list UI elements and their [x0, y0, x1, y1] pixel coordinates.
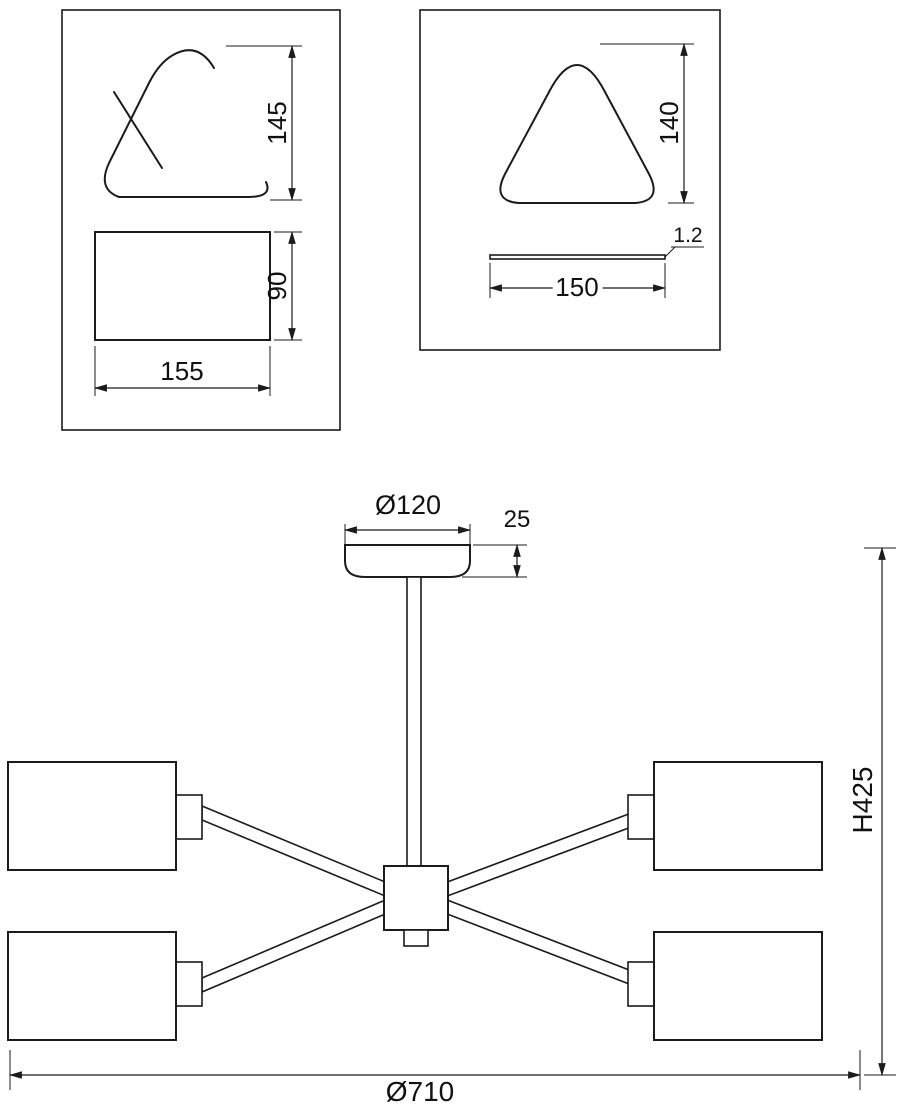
frame-detail-panel-border: [61, 9, 341, 431]
socket-lower-left: [175, 961, 203, 1007]
dim-overall-diameter: Ø710: [8, 1050, 862, 1106]
canopy-diameter-label: Ø120: [375, 490, 441, 520]
dim-diffuser-height: 140: [600, 42, 694, 205]
dim-canopy-diameter: Ø120: [343, 490, 472, 544]
shade-lower-left: [7, 931, 177, 1041]
dim-body-height: 90: [262, 230, 302, 342]
shade-frame-profile-shape: [103, 49, 269, 198]
arm-lower-right: [441, 896, 651, 994]
hub-finial: [403, 929, 429, 947]
frame-detail-panel: 145 90 155: [61, 9, 341, 431]
diffuser-detail-panel: 140 1.2 150: [419, 9, 721, 351]
ceiling-canopy: [344, 544, 471, 578]
socket-upper-right: [627, 794, 655, 840]
dim-canopy-depth: 25: [462, 506, 531, 579]
arm-upper-right: [441, 804, 651, 900]
diffuser-detail-panel-border: [419, 9, 721, 351]
overall-height-label: H425: [847, 767, 878, 834]
shade-body-rectangle: [94, 231, 271, 341]
diffuser-width-label: 150: [555, 272, 598, 302]
diffuser-plate-side-view: [489, 254, 666, 260]
body-width-label: 155: [160, 356, 203, 386]
leader-line: [664, 246, 676, 258]
central-hub: [383, 865, 449, 931]
dim-overall-height: H425: [847, 546, 896, 1077]
dim-body-width: 155: [93, 346, 272, 396]
socket-upper-left: [175, 794, 203, 840]
diffuser-height-label: 140: [654, 101, 684, 144]
dim-diffuser-thickness: 1.2: [664, 224, 704, 258]
dim-diffuser-width: 150: [488, 263, 667, 307]
body-height-label: 90: [262, 272, 292, 301]
shade-lower-right: [653, 931, 823, 1041]
diffuser-outline-shape: [499, 64, 655, 204]
shade-upper-right: [653, 761, 823, 871]
frame-height-label: 145: [262, 101, 292, 144]
arm-upper-left: [201, 804, 391, 900]
diffuser-thickness-label: 1.2: [673, 224, 702, 247]
dim-frame-height: 145: [226, 44, 302, 202]
arm-lower-left: [201, 896, 391, 994]
shade-upper-left: [7, 761, 177, 871]
overall-diameter-label: Ø710: [386, 1076, 455, 1106]
shade-frame-diagonal-line: [113, 91, 163, 169]
stem-rod: [406, 576, 422, 867]
canopy-depth-label: 25: [504, 506, 531, 533]
fixture-front-view: Ø120 25: [7, 490, 896, 1106]
socket-lower-right: [627, 961, 655, 1007]
